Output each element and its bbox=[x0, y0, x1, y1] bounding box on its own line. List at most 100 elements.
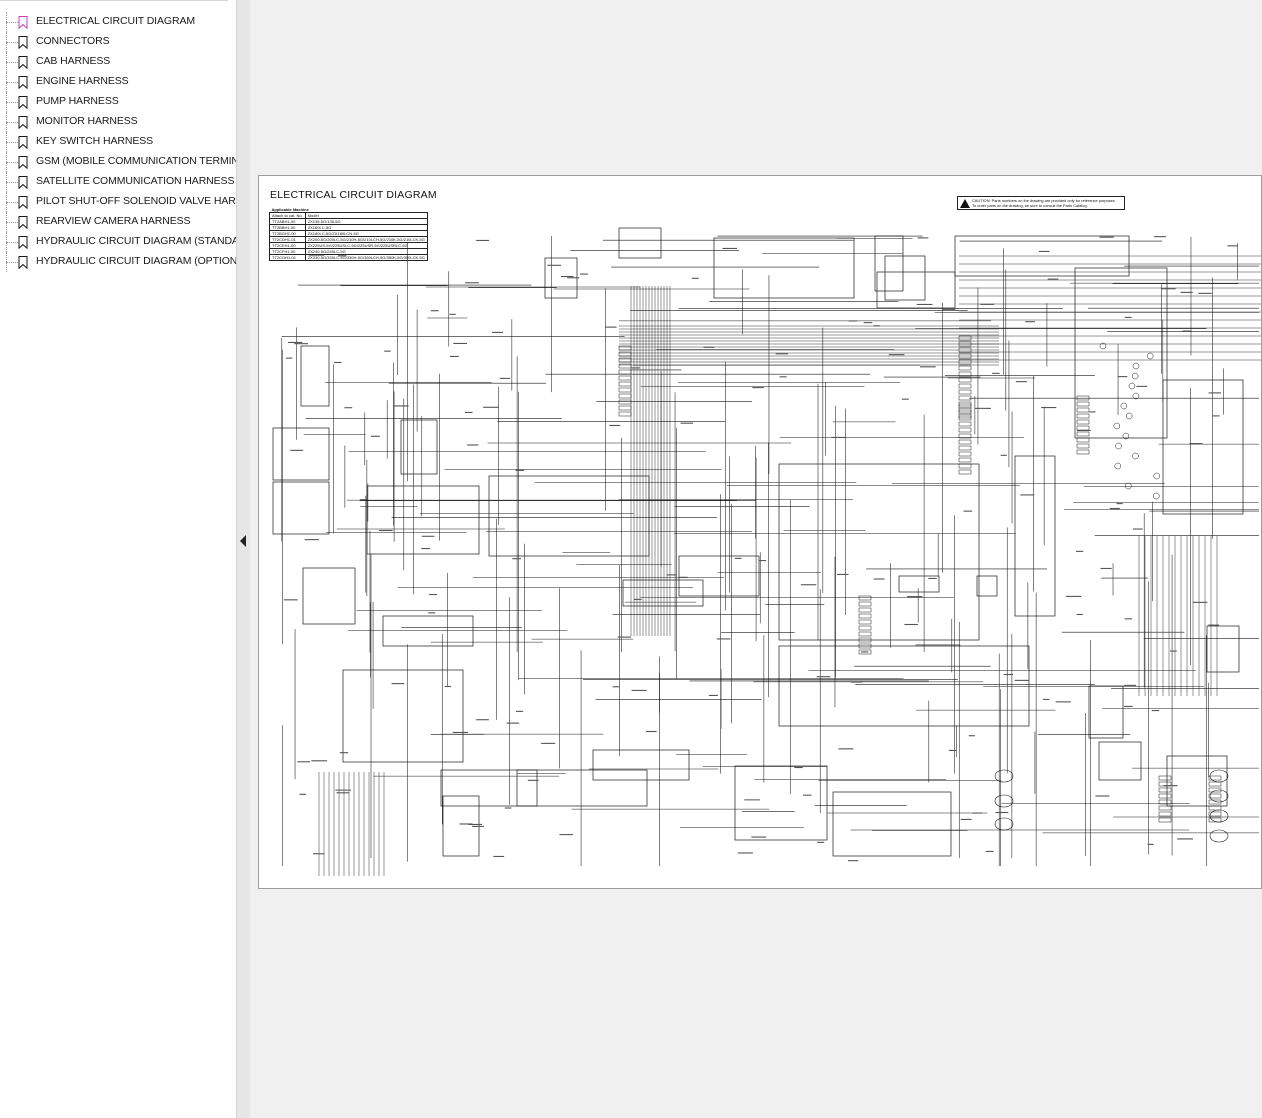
connector-pin bbox=[618, 351, 632, 357]
bookmark-item[interactable]: HYDRAULIC CIRCUIT DIAGRAM (STANDARD) bbox=[0, 232, 236, 252]
component-box bbox=[832, 791, 952, 857]
connector-pin bbox=[1076, 425, 1090, 431]
connector-terminal bbox=[1125, 412, 1133, 420]
bookmark-item[interactable]: CAB HARNESS bbox=[0, 52, 236, 72]
bookmark-item[interactable]: HYDRAULIC CIRCUIT DIAGRAM (OPTIONAL) bbox=[0, 252, 236, 272]
bookmark-label: CAB HARNESS bbox=[36, 55, 111, 67]
connector-pin bbox=[958, 383, 972, 389]
connector-pin bbox=[618, 363, 632, 369]
bookmark-list: ELECTRICAL CIRCUIT DIAGRAM CONNECTORS CAB … bbox=[0, 12, 236, 272]
connector-pin bbox=[958, 439, 972, 445]
bookmark-icon bbox=[18, 36, 28, 49]
connector-pin bbox=[1076, 401, 1090, 407]
tree-line bbox=[6, 162, 18, 163]
connector-terminal bbox=[1153, 492, 1160, 500]
connector-pin bbox=[1158, 817, 1172, 823]
bookmark-label: PUMP HARNESS bbox=[36, 95, 119, 107]
connector-pin bbox=[1076, 431, 1090, 437]
component-box bbox=[1098, 741, 1142, 781]
component-box bbox=[678, 555, 760, 597]
connector-pin bbox=[958, 469, 972, 475]
connector-pin bbox=[858, 613, 872, 619]
connector-pin bbox=[958, 433, 972, 439]
bookmark-icon bbox=[18, 56, 28, 69]
connector-terminal bbox=[1128, 382, 1136, 390]
bookmark-icon bbox=[18, 116, 28, 129]
component-box bbox=[366, 485, 480, 555]
component-box bbox=[898, 575, 940, 593]
connector-pin bbox=[858, 631, 872, 637]
bookmarks-panel: ELECTRICAL CIRCUIT DIAGRAM CONNECTORS CAB … bbox=[0, 0, 236, 1118]
bookmark-item[interactable]: PUMP HARNESS bbox=[0, 92, 236, 112]
connector-pin bbox=[1158, 775, 1172, 781]
connector-pin bbox=[1158, 811, 1172, 817]
connector-terminal bbox=[1132, 362, 1140, 370]
component-box bbox=[778, 463, 980, 641]
connector-pin bbox=[958, 463, 972, 469]
connector-pin bbox=[618, 375, 632, 381]
table-caption: Applicable Machine bbox=[271, 207, 309, 212]
bookmark-item[interactable]: ELECTRICAL CIRCUIT DIAGRAM bbox=[0, 12, 236, 32]
tree-line bbox=[6, 22, 18, 23]
connector-pin bbox=[958, 341, 972, 347]
component-box bbox=[622, 579, 704, 607]
connector-pin bbox=[618, 411, 632, 417]
connector-pin bbox=[618, 345, 632, 351]
caution-note: CAUTION: Parts numbers on the drawing ar… bbox=[957, 196, 1125, 210]
bookmark-item[interactable]: MONITOR HARNESS bbox=[0, 112, 236, 132]
connector-pin bbox=[958, 359, 972, 365]
bookmark-icon bbox=[18, 216, 28, 229]
connector-pin bbox=[1076, 443, 1090, 449]
connector-terminal bbox=[1132, 452, 1139, 460]
connector-terminal bbox=[1120, 402, 1128, 410]
connector-terminal bbox=[994, 817, 1014, 831]
connector-pin bbox=[618, 381, 632, 387]
component-box bbox=[1074, 267, 1168, 439]
bookmark-item[interactable]: CONNECTORS bbox=[0, 32, 236, 52]
connector-pin bbox=[1076, 419, 1090, 425]
component-box bbox=[300, 345, 330, 407]
tree-line bbox=[6, 202, 18, 203]
tree-line bbox=[6, 182, 18, 183]
component-box bbox=[1166, 755, 1228, 807]
connector-pin bbox=[858, 619, 872, 625]
component-box bbox=[272, 427, 330, 481]
bookmark-item[interactable]: GSM (MOBILE COMMUNICATION TERMINAL) HAR bbox=[0, 152, 236, 172]
connector-pin bbox=[1208, 811, 1222, 817]
bookmark-icon bbox=[18, 96, 28, 109]
connector-terminal bbox=[1209, 809, 1229, 823]
component-box bbox=[1206, 625, 1240, 673]
connector-pin bbox=[958, 445, 972, 451]
caution-line-2: To order parts on the drawing, be sure t… bbox=[972, 203, 1088, 208]
connector-pin bbox=[958, 335, 972, 341]
tree-line bbox=[6, 142, 18, 143]
table-cell: ZX330-5G/330LC-5G/330H-5G/350LCH-5G/350K… bbox=[304, 254, 428, 261]
connector-pin bbox=[958, 353, 972, 359]
connector-terminal bbox=[1146, 352, 1154, 360]
connector-terminal bbox=[1132, 392, 1140, 400]
tree-line bbox=[6, 122, 18, 123]
component-box bbox=[778, 645, 1030, 727]
bookmark-item[interactable]: SATELLITE COMMUNICATION HARNESS bbox=[0, 172, 236, 192]
connector-terminal bbox=[1125, 482, 1132, 490]
document-page: ELECTRICAL CIRCUIT DIAGRAM Applicable Ma… bbox=[258, 175, 1262, 889]
bookmark-label: REARVIEW CAMERA HARNESS bbox=[36, 215, 191, 227]
bookmark-label: CONNECTORS bbox=[36, 35, 110, 47]
connector-pin bbox=[1158, 799, 1172, 805]
connector-pin bbox=[618, 387, 632, 393]
connector-terminal bbox=[1114, 462, 1122, 470]
bookmark-item[interactable]: REARVIEW CAMERA HARNESS bbox=[0, 212, 236, 232]
collapse-panel-icon[interactable] bbox=[240, 535, 246, 547]
connector-pin bbox=[1158, 787, 1172, 793]
bookmark-item[interactable]: ENGINE HARNESS bbox=[0, 72, 236, 92]
connector-terminal bbox=[1209, 769, 1229, 783]
connector-pin bbox=[958, 403, 972, 409]
connector-pin bbox=[958, 421, 972, 427]
bookmark-item[interactable]: PILOT SHUT-OFF SOLENOID VALVE HARNESS bbox=[0, 192, 236, 212]
component-box bbox=[1014, 455, 1056, 617]
panel-splitter[interactable] bbox=[236, 0, 250, 1118]
connector-pin bbox=[958, 451, 972, 457]
bookmark-icon bbox=[18, 256, 28, 269]
bookmark-item[interactable]: KEY SWITCH HARNESS bbox=[0, 132, 236, 152]
connector-pin bbox=[618, 393, 632, 399]
